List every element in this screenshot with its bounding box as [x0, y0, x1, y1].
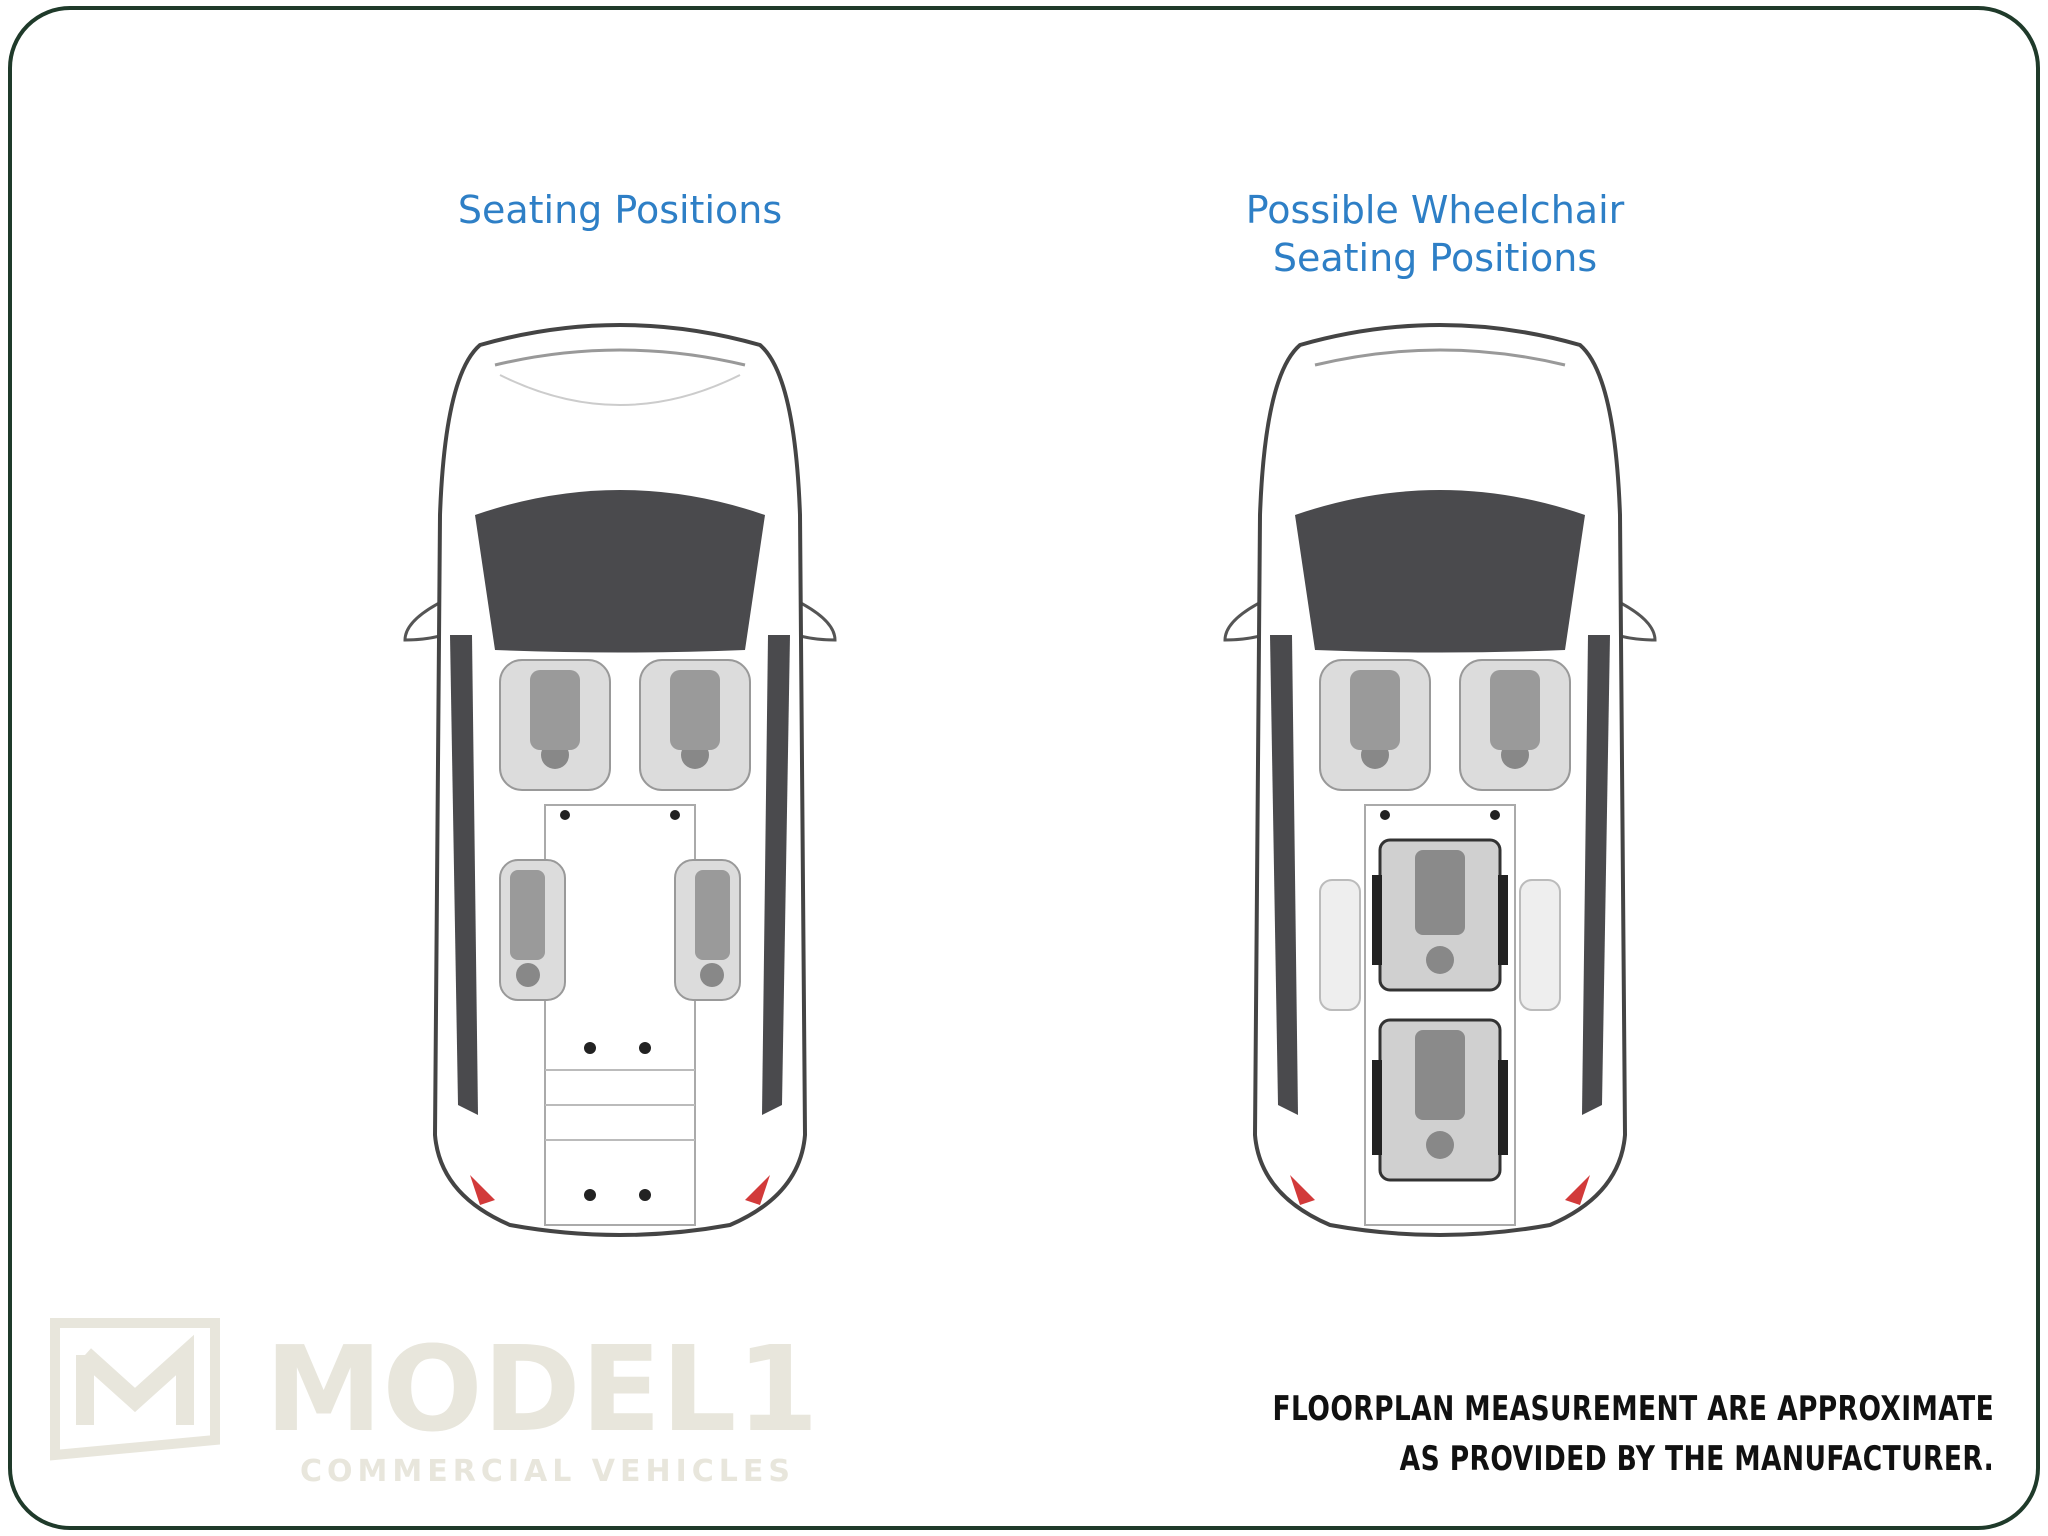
wheelchair-position-2	[1372, 1018, 1508, 1182]
seating-positions-title: Seating Positions	[420, 186, 820, 234]
wheelchair-positions-title: Possible Wheelchair Seating Positions	[1170, 186, 1700, 282]
windshield	[1295, 490, 1585, 653]
vehicle-wheelchair-diagram	[1223, 323, 1657, 1237]
windshield	[475, 490, 765, 653]
wheelchair-position-1	[1372, 838, 1508, 992]
disclaimer-line1: FLOORPLAN MEASUREMENT ARE APPROXIMATE	[1272, 1389, 1994, 1429]
model1-logo: MODEL1 COMMERCIAL VEHICLES	[50, 1318, 819, 1489]
page-frame	[8, 6, 2040, 1530]
floor-area	[544, 804, 696, 1226]
floorplan-disclaimer: FLOORPLAN MEASUREMENT ARE APPROXIMATE AS…	[1272, 1384, 1994, 1484]
logo-wordmark: MODEL1	[265, 1320, 819, 1458]
wheelchair-title-line1: Possible Wheelchair	[1245, 188, 1625, 232]
logo-tagline: COMMERCIAL VEHICLES	[300, 1454, 795, 1489]
vehicle-seating-diagram	[403, 323, 837, 1237]
wheelchair-title-line2: Seating Positions	[1272, 236, 1598, 280]
disclaimer-line2: AS PROVIDED BY THE MANUFACTURER.	[1399, 1439, 1994, 1479]
seating-positions-title-text: Seating Positions	[457, 188, 783, 232]
